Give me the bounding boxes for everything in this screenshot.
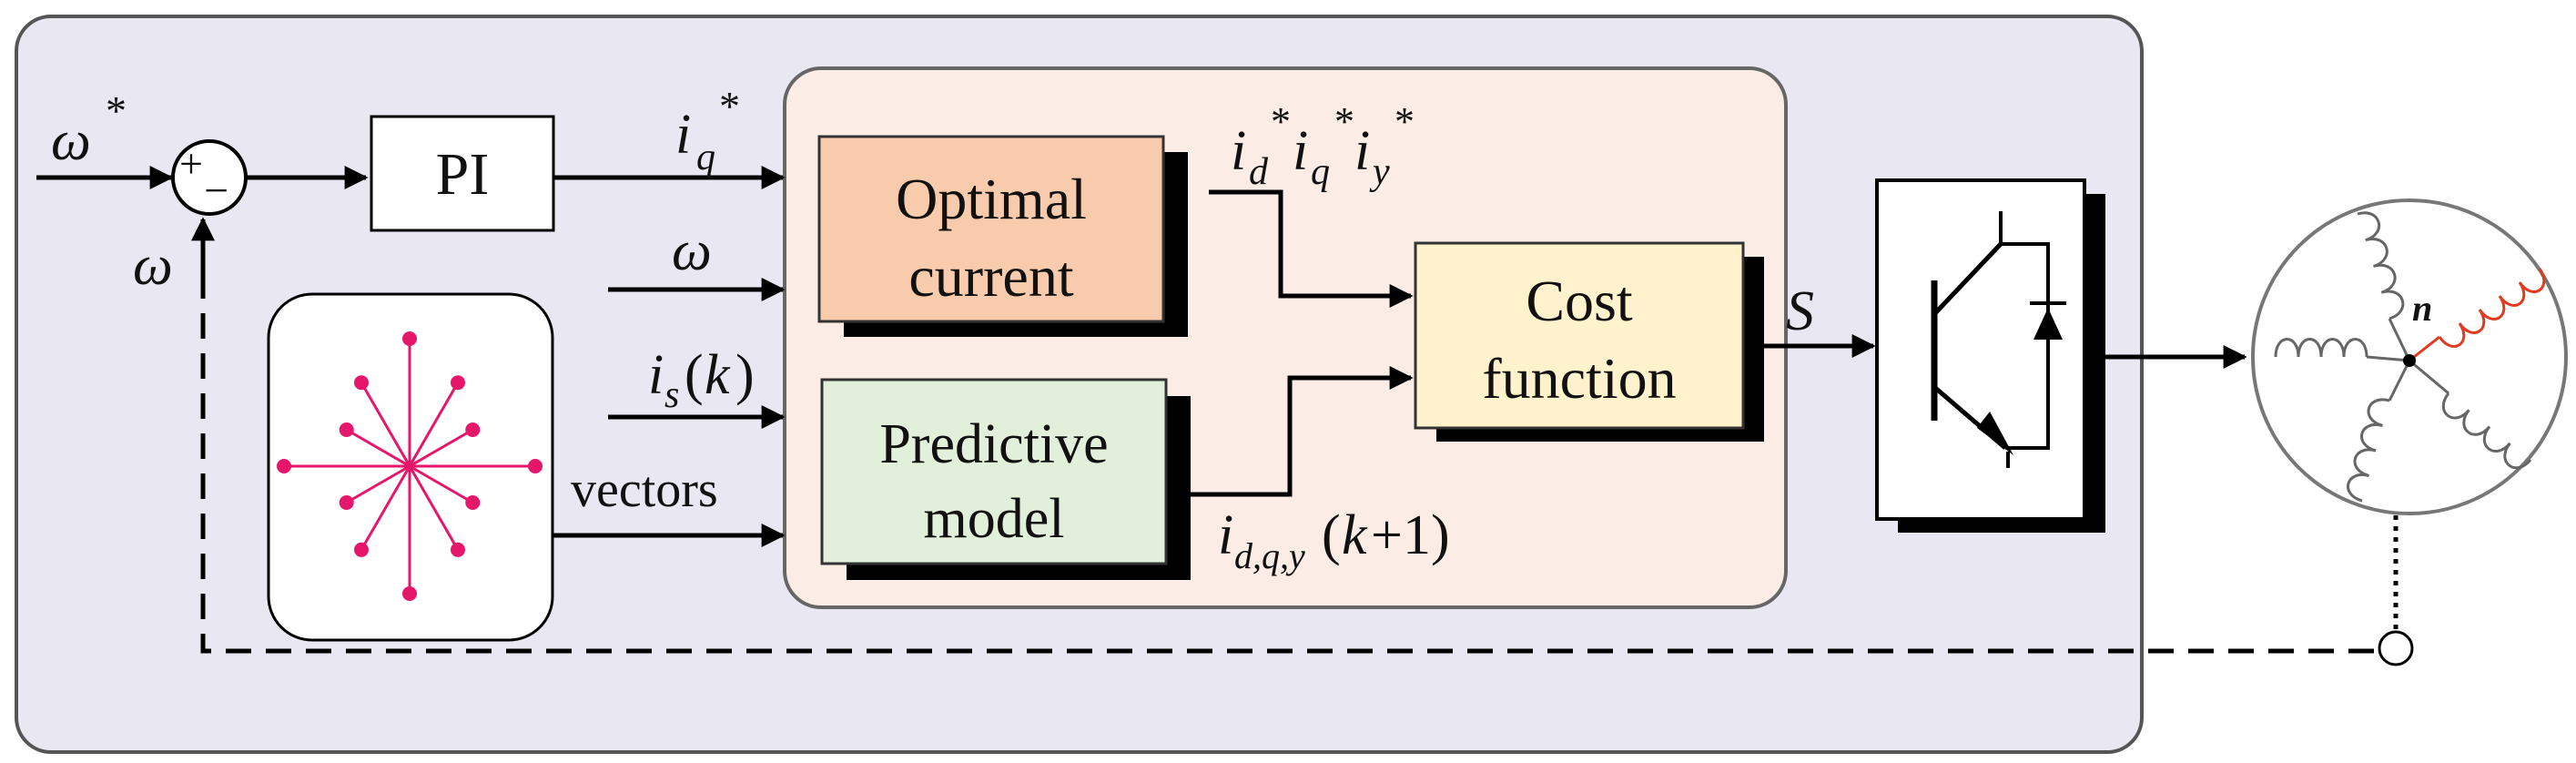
speed-reference-input: ω * (36, 87, 174, 189)
pi-label: PI (436, 141, 490, 208)
svg-text:q: q (696, 137, 715, 178)
svg-text:k: k (705, 344, 731, 406)
svg-text:current: current (908, 244, 1073, 309)
svg-text:i: i (1231, 120, 1246, 182)
vectors-label: vectors (571, 462, 718, 518)
reference-currents-label: i d * i q * i y * (1231, 99, 1415, 193)
svg-text:i: i (648, 344, 664, 406)
svg-text:+1): +1) (1371, 504, 1450, 566)
motor-windings (2274, 211, 2546, 503)
svg-text:*: * (719, 83, 740, 129)
voltage-vector-6 (360, 465, 411, 551)
sum-plus-sign: + (179, 140, 203, 187)
voltage-vector-11 (409, 464, 474, 504)
voltage-vector-star (277, 331, 543, 601)
predictive-model-block: Predictive model (820, 378, 1191, 580)
winding-bottom (2347, 398, 2390, 503)
voltage-vector-8 (409, 428, 474, 468)
voltage-vector-tip-11 (465, 495, 481, 510)
svg-text:s: s (664, 374, 679, 416)
svg-text:i: i (1354, 120, 1370, 182)
neutral-point (2403, 354, 2416, 367)
svg-text:Predictive: Predictive (879, 413, 1108, 475)
cost-function-fill (1414, 241, 1745, 430)
svg-text:*: * (1394, 99, 1415, 144)
pi-controller-block: PI (370, 115, 555, 232)
svg-text:k: k (1342, 504, 1368, 566)
is-k-label: i s ( k ) (648, 344, 755, 416)
svg-text:*: * (1271, 99, 1291, 144)
voltage-vector-tip-2 (402, 331, 417, 346)
omega-input-label: ω (672, 220, 712, 282)
switching-signal-label: S (1786, 280, 1814, 342)
voltage-vector-tip-1 (277, 459, 291, 473)
svg-text:Cost: Cost (1526, 269, 1633, 333)
svg-text:function: function (1482, 346, 1676, 411)
omega-feedback-label: ω (133, 235, 173, 297)
svg-text:): ) (735, 344, 755, 406)
svg-text:*: * (1334, 99, 1354, 144)
iq-ref-label: i q * (675, 83, 740, 178)
voltage-vector-tip-10 (339, 495, 354, 510)
svg-text:i: i (1218, 504, 1233, 566)
summing-junction: + − (171, 139, 248, 216)
svg-text:i: i (675, 104, 691, 166)
cost-function-block: Cost function (1414, 241, 1764, 442)
speed-feedback-path: ω (133, 217, 2374, 654)
svg-text:d: d (1249, 151, 1269, 193)
predicted-currents-label: i d,q,y ( k +1) (1218, 504, 1450, 576)
svg-text:i: i (1293, 120, 1308, 182)
svg-text:d,q,y: d,q,y (1234, 535, 1305, 576)
voltage-vector-10 (345, 464, 411, 504)
winding-top (2357, 211, 2405, 320)
omega-ref-label: ω (51, 110, 91, 172)
motor-symbol: n (2251, 198, 2568, 515)
voltage-vector-7 (408, 465, 460, 551)
voltage-vector-tip-5 (354, 375, 369, 391)
omega-ref-star: * (106, 87, 127, 134)
sum-minus-sign: − (204, 167, 228, 215)
voltage-vector-9 (345, 428, 411, 468)
svg-text:model: model (924, 488, 1065, 550)
voltage-vector-5 (360, 382, 411, 467)
optimal-current-fill (817, 135, 1165, 323)
svg-text:q: q (1311, 151, 1330, 193)
voltage-vector-tip-4 (451, 375, 465, 391)
voltage-vector-4 (408, 382, 460, 467)
winding-right-highlight (2438, 268, 2546, 348)
predictive-model-fill (820, 378, 1168, 565)
reference-currents-arrow (1209, 189, 1414, 308)
voltage-vector-tip-8 (465, 422, 481, 437)
winding-left (2274, 338, 2368, 358)
optimal-current-block: Optimal current (817, 135, 1188, 337)
svg-text:y: y (1369, 151, 1390, 193)
igbt-symbol (1931, 211, 2066, 468)
speed-sensor-icon (2378, 630, 2414, 666)
inverter-block (1875, 178, 2105, 533)
svg-text:(: ( (1322, 504, 1341, 566)
voltage-vector-tip-7 (451, 542, 465, 557)
voltage-vector-tip-6 (354, 542, 369, 557)
voltage-vector-tip-3 (402, 586, 417, 601)
voltage-vector-tip-9 (339, 422, 354, 437)
voltage-vectors-box (267, 292, 554, 642)
svg-text:(: ( (685, 344, 704, 406)
diode-symbol (2033, 308, 2063, 340)
winding-lower-right (2441, 392, 2532, 470)
neutral-label: n (2412, 288, 2432, 329)
predicted-currents-arrow (1191, 366, 1414, 497)
voltage-vector-tip-0 (528, 459, 543, 473)
svg-text:Optimal: Optimal (896, 167, 1087, 231)
